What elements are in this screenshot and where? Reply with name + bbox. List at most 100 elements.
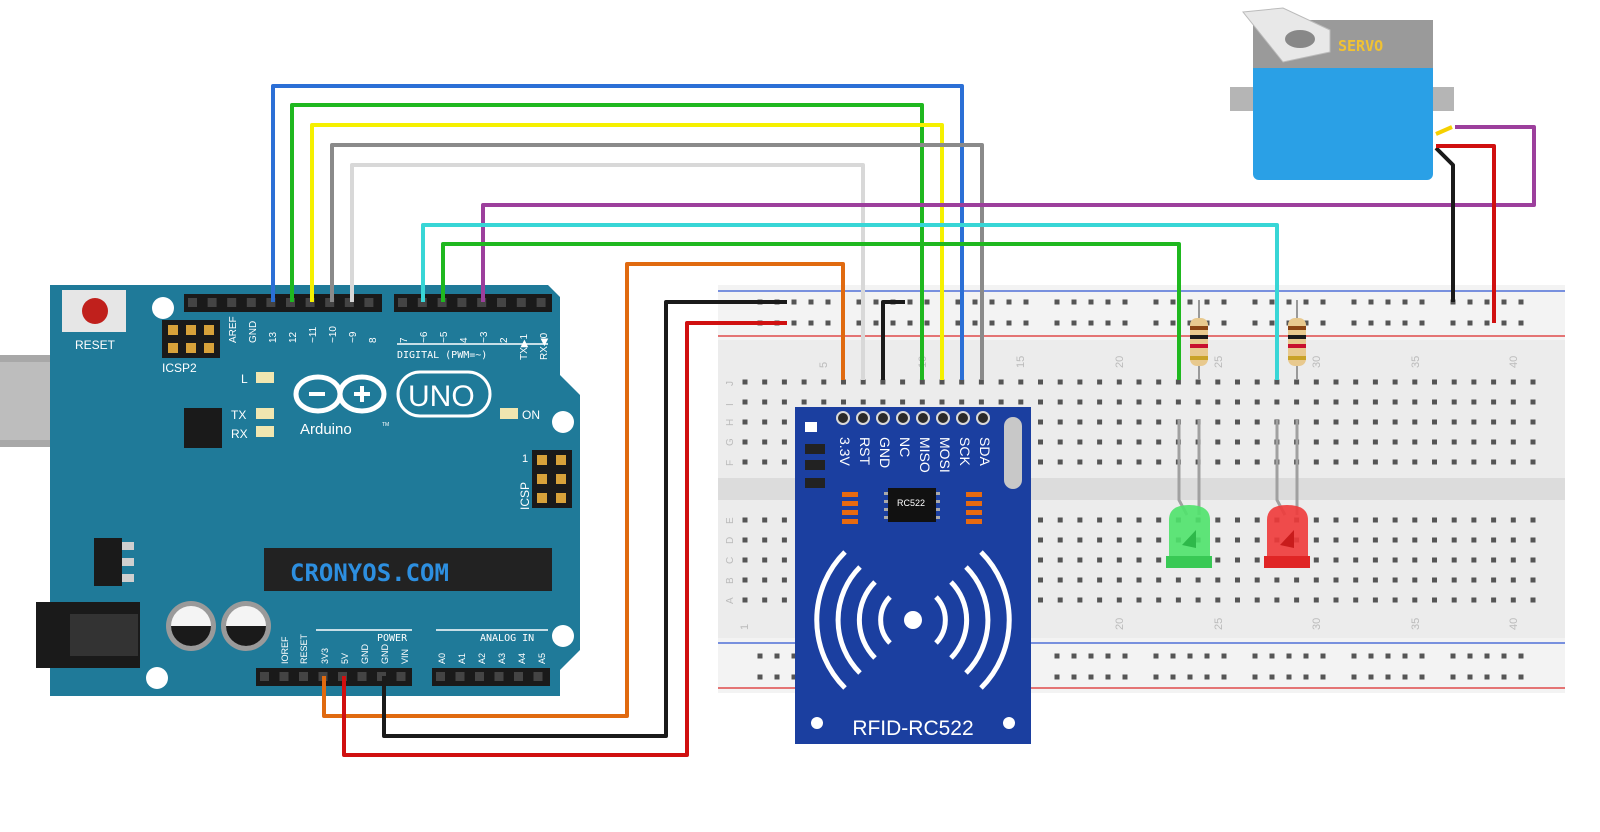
breadboard-hole <box>742 597 748 603</box>
breadboard-hole <box>1077 459 1083 465</box>
rfid-rc522-module: 3.3V RST GND NC MISO MOSI SCK SDA <box>795 407 1031 744</box>
rail-hole <box>1221 674 1227 680</box>
breadboard-hole <box>781 379 787 385</box>
brand-text: CRONYOS.COM <box>290 559 449 587</box>
rail-hole <box>825 299 831 305</box>
pin-label: AREF <box>228 316 239 343</box>
breadboard-hole <box>1215 577 1221 583</box>
breadboard-hole <box>1333 379 1339 385</box>
rail-hole <box>774 653 780 659</box>
header-pin <box>357 672 367 681</box>
pin-label: GND <box>360 644 370 665</box>
pin-label: GND <box>380 644 390 665</box>
icsp2-header <box>162 320 220 358</box>
breadboard-hole <box>1491 537 1497 543</box>
breadboard-hole <box>1057 537 1063 543</box>
trademark-mark: TM <box>382 422 389 428</box>
breadboard-hole <box>939 399 945 405</box>
breadboard-hole <box>1097 537 1103 543</box>
capacitor <box>221 601 271 651</box>
breadboard-hole <box>762 537 768 543</box>
rail-hole <box>873 320 879 326</box>
header-pin <box>494 672 504 681</box>
rail-hole <box>1303 674 1309 680</box>
breadboard-hole <box>742 419 748 425</box>
breadboard-hole <box>1432 439 1437 445</box>
breadboard-hole <box>1451 419 1457 425</box>
breadboard-hole <box>742 517 748 523</box>
rail-hole <box>1088 653 1094 659</box>
breadboard-hole <box>1392 557 1398 563</box>
breadboard-hole <box>1156 597 1162 603</box>
rail-hole <box>1484 299 1490 305</box>
breadboard-hole <box>1313 517 1319 523</box>
breadboard-hole <box>1195 399 1201 405</box>
rail-hole <box>1088 674 1094 680</box>
rail-hole <box>1402 299 1408 305</box>
breadboard-hole <box>742 439 748 445</box>
breadboard-hole <box>1353 379 1359 385</box>
rail-hole <box>1320 299 1326 305</box>
breadboard-hole <box>919 399 925 405</box>
row-letter: E <box>725 517 736 524</box>
breadboard-hole <box>1215 557 1221 563</box>
servo-motor: SERVO <box>1230 7 1454 180</box>
breadboard-hole <box>978 399 984 405</box>
rail-hole <box>1320 674 1326 680</box>
rfid-header-pin <box>856 411 870 425</box>
breadboard-hole <box>1097 557 1103 563</box>
breadboard-hole <box>1530 379 1536 385</box>
rfid-smd-part <box>805 444 825 454</box>
breadboard-hole <box>781 517 787 523</box>
column-number: 20 <box>1114 618 1126 630</box>
breadboard-hole <box>1510 597 1516 603</box>
rail-hole <box>1351 299 1357 305</box>
rail-hole <box>1484 653 1490 659</box>
pin-label: MOSI <box>937 437 953 473</box>
breadboard-hole <box>1077 557 1083 563</box>
breadboard-hole <box>1333 517 1339 523</box>
rail-hole <box>989 320 995 326</box>
breadboard-hole <box>1530 439 1536 445</box>
breadboard-hole <box>1412 557 1418 563</box>
pin-label: ~5 <box>439 331 450 343</box>
resistor <box>1288 300 1306 380</box>
breadboard-hole <box>1412 537 1418 543</box>
rfid-smd-part <box>805 478 825 488</box>
rail-hole <box>774 674 780 680</box>
breadboard-hole <box>1471 379 1477 385</box>
breadboard-hole <box>1471 439 1477 445</box>
power-pin-labels: IOREF RESET 3V3 5V GND GND VIN <box>280 633 410 664</box>
breadboard-hole <box>1136 597 1142 603</box>
rail-hole <box>1153 320 1159 326</box>
breadboard-hole <box>781 419 787 425</box>
reset-button-cap[interactable] <box>82 298 108 324</box>
pin-label: 7 <box>399 337 410 343</box>
row-letter: B <box>725 577 736 584</box>
rail-hole <box>1467 299 1473 305</box>
breadboard-hole <box>1530 597 1536 603</box>
breadboard-hole <box>1432 517 1437 523</box>
breadboard-hole <box>781 399 787 405</box>
breadboard-hole <box>1372 419 1378 425</box>
rfid-header-pin <box>916 411 930 425</box>
breadboard-hole <box>1057 399 1063 405</box>
column-number: 25 <box>1213 618 1225 630</box>
breadboard-hole <box>1215 439 1221 445</box>
breadboard-hole <box>1353 419 1359 425</box>
rail-hole <box>1484 674 1490 680</box>
rfid-mounting-hole <box>811 717 823 729</box>
breadboard-hole <box>1471 557 1477 563</box>
mounting-hole <box>152 297 174 319</box>
rail-hole <box>1187 320 1193 326</box>
rail-hole <box>955 299 961 305</box>
breadboard-hole <box>1530 537 1536 543</box>
row-letter: C <box>725 557 736 564</box>
rail-hole <box>1023 299 1029 305</box>
header-pin <box>417 298 427 307</box>
breadboard-hole <box>1412 517 1418 523</box>
row-letter: H <box>725 419 736 426</box>
breadboard-hole <box>1057 557 1063 563</box>
arduino-logo-text: Arduino <box>300 421 352 438</box>
rail-hole <box>955 320 961 326</box>
